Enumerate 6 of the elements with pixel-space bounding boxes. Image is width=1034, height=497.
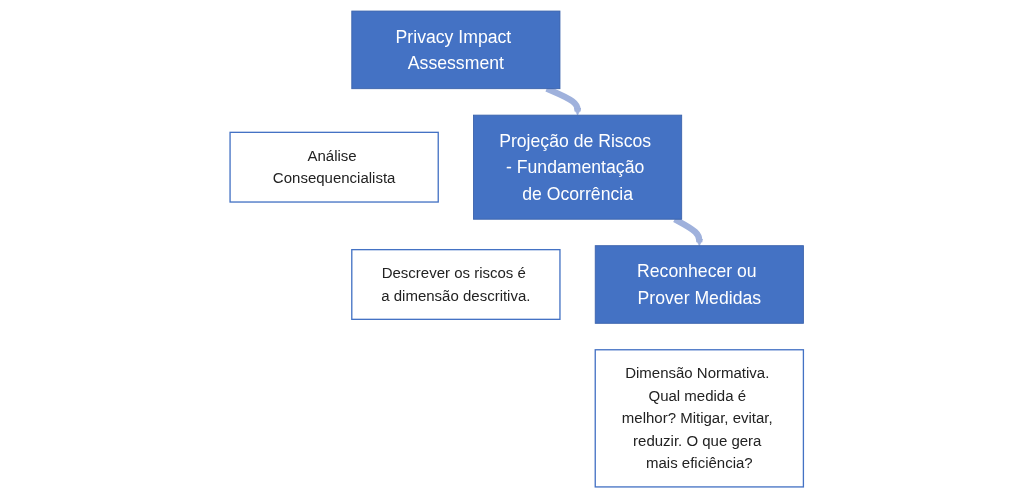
node-box: Projeção de Riscos - Fundamentação de Ocorrência: [473, 114, 683, 220]
node-box: Análise Consequencialista: [229, 131, 440, 203]
node-box: Privacy Impact Assessment: [351, 10, 561, 89]
node-box: Dimensão Normativa. Qual medida é melhor? Mitigar, evitar, reduzir. O que gera mais eficiência?: [594, 348, 805, 488]
node-box: Descrever os riscos é a dimensão descritiva.: [351, 248, 561, 320]
node-box: Reconhecer ou Prover Medidas: [595, 244, 805, 324]
